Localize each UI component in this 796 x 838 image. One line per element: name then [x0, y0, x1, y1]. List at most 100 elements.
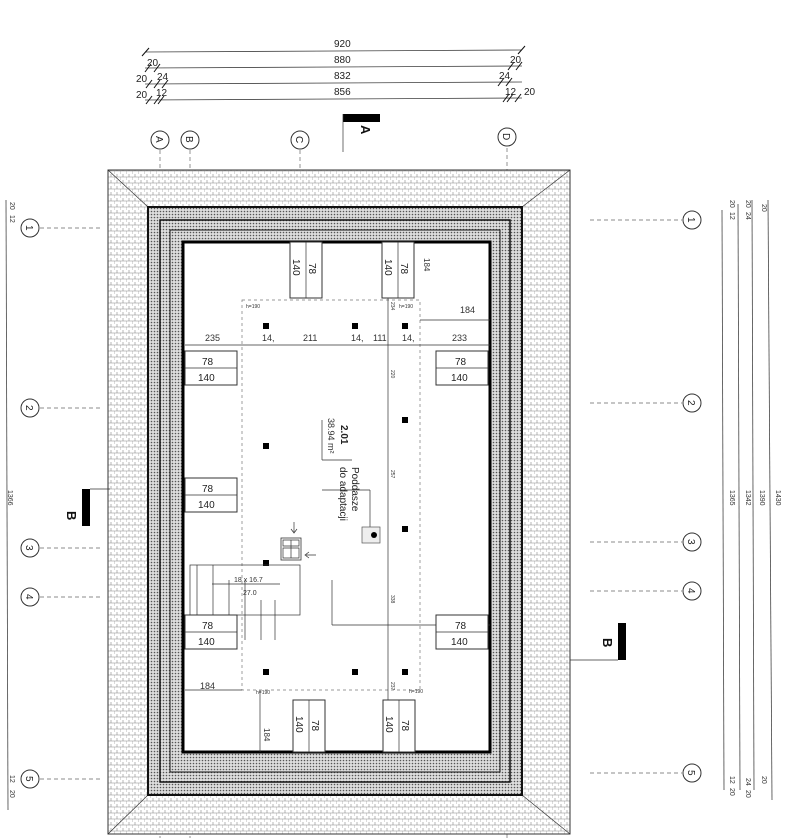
window-bottom-1: 78 140 — [292, 699, 326, 753]
dim-right-bottom-12: 12 — [728, 776, 735, 784]
axis-5-left-label: 5 — [23, 776, 34, 782]
window-width: 78 — [455, 357, 467, 368]
dim-1390: 1390 — [758, 490, 765, 506]
window-left-1: 78 140 — [184, 350, 238, 386]
window-height: 140 — [198, 637, 215, 648]
dim-1366: 1366 — [6, 490, 13, 506]
dim-right-top-20b: 20 — [744, 200, 751, 208]
height-190-label: h=190 — [409, 689, 423, 695]
section-marker-b-left: B — [64, 488, 110, 526]
window-height: 140 — [293, 716, 304, 733]
dim-right-top-20c: 20 — [728, 200, 735, 208]
stairs-angle-label: 27.0 — [243, 590, 257, 597]
room-label: 2.01 38.94 m² Poddasze do adaptacji — [321, 418, 360, 521]
dim-880-right: 20 — [510, 55, 522, 66]
window-width: 78 — [202, 357, 214, 368]
dim-920: 920 — [334, 39, 351, 50]
window-height: 140 — [451, 637, 468, 648]
window-height: 140 — [198, 500, 215, 511]
left-dimension: 1366 20 12 12 20 — [5, 199, 15, 811]
staircase: 18 x 16.7 27.0 — [189, 564, 301, 640]
dim-184-top: 184 — [422, 258, 431, 272]
axis-3-left-label: 3 — [23, 545, 34, 551]
axis-b-label: B — [183, 136, 194, 143]
window-left-2: 78 140 — [184, 477, 238, 513]
dim-856-left-inner: 12 — [156, 88, 168, 99]
dim-1430: 1430 — [774, 490, 781, 506]
height-190-label: h=190 — [246, 304, 260, 310]
window-top-2: 78 140 — [381, 241, 415, 299]
window-width: 78 — [398, 263, 409, 275]
right-dimensions: 1365 1342 1390 1430 20 20 24 20 12 20 24… — [721, 199, 781, 801]
window-width: 78 — [202, 621, 214, 632]
chimney-icon — [361, 526, 381, 544]
dim-left-bottom-20: 20 — [8, 790, 15, 798]
window-width: 78 — [202, 484, 214, 495]
dim-856-right-outer: 20 — [524, 87, 536, 98]
dim-184-right: 184 — [460, 305, 475, 315]
room-name-line2: do adaptacji — [337, 467, 348, 521]
dim-111: 111 — [373, 333, 387, 343]
dim-1342: 1342 — [744, 490, 751, 506]
dim-right-bottom-24: 24 — [744, 778, 751, 786]
axis-1-right-label: 1 — [685, 217, 696, 223]
axis-c-label: C — [293, 136, 304, 143]
window-width: 78 — [306, 263, 317, 275]
dim-832: 832 — [334, 71, 351, 82]
dim-14b: 14, — [351, 333, 364, 343]
window-height: 140 — [290, 259, 301, 276]
roof-hatch-icon — [280, 522, 316, 561]
dim-right-bottom-20b: 20 — [744, 790, 751, 798]
axis-a-label: A — [153, 136, 164, 143]
dim-233: 233 — [452, 333, 467, 343]
dim-14c: 14, — [402, 333, 415, 343]
dim-left-bottom-12: 12 — [8, 775, 15, 783]
axis-4-left-label: 4 — [23, 594, 34, 600]
height-190-label: h=190 — [399, 304, 413, 310]
dim-856: 856 — [334, 87, 351, 98]
axis-d-label: D — [500, 133, 511, 140]
dim-right-top-20a: 20 — [760, 204, 767, 212]
dim-856-left-outer: 20 — [136, 90, 148, 101]
dim-237: 237 — [389, 682, 395, 691]
axis-1-left-label: 1 — [23, 225, 34, 231]
section-marker-b-right: B — [570, 623, 626, 661]
window-right-2: 78 140 — [435, 614, 489, 650]
dim-184-bottom: 184 — [262, 728, 271, 742]
window-bottom-2: 78 140 — [382, 699, 416, 753]
dim-832-left-inner: 24 — [157, 72, 169, 83]
axis-2-left-label: 2 — [23, 405, 34, 411]
structural-posts — [263, 323, 408, 675]
section-marker-a: A — [342, 114, 380, 152]
dim-1365: 1365 — [728, 490, 735, 506]
top-dimension-lines: 920 20 880 20 20 24 832 24 20 12 856 12 … — [136, 39, 536, 105]
dim-14a: 14, — [262, 333, 275, 343]
dim-right-bottom-20a: 20 — [760, 776, 767, 784]
window-width: 78 — [455, 621, 467, 632]
dim-832-left-outer: 20 — [136, 74, 148, 85]
window-left-3: 78 140 — [184, 614, 238, 650]
window-height: 140 — [451, 373, 468, 384]
window-height: 140 — [198, 373, 215, 384]
row-axes: 1 1 2 2 3 3 4 4 5 5 — [20, 210, 702, 789]
section-b-label-left: B — [64, 511, 79, 520]
window-width: 78 — [399, 720, 410, 732]
axis-2-right-label: 2 — [685, 400, 696, 406]
dim-832-right: 24 — [499, 71, 511, 82]
axis-5-right-label: 5 — [685, 770, 696, 776]
dim-right-top-24: 24 — [744, 212, 751, 220]
dim-left-top-12: 12 — [8, 215, 15, 223]
dim-338: 338 — [389, 595, 395, 604]
dim-257: 257 — [389, 470, 395, 479]
dim-left-top-20: 20 — [8, 202, 15, 210]
window-right-1: 78 140 — [435, 350, 489, 386]
height-190-label: h=190 — [256, 690, 270, 696]
window-width: 78 — [309, 720, 320, 732]
window-height: 140 — [382, 259, 393, 276]
dim-235: 235 — [205, 333, 220, 343]
axis-4-right-label: 4 — [685, 588, 696, 594]
room-number: 2.01 — [338, 425, 349, 445]
dim-211: 211 — [303, 333, 317, 343]
dim-880: 880 — [334, 55, 351, 66]
